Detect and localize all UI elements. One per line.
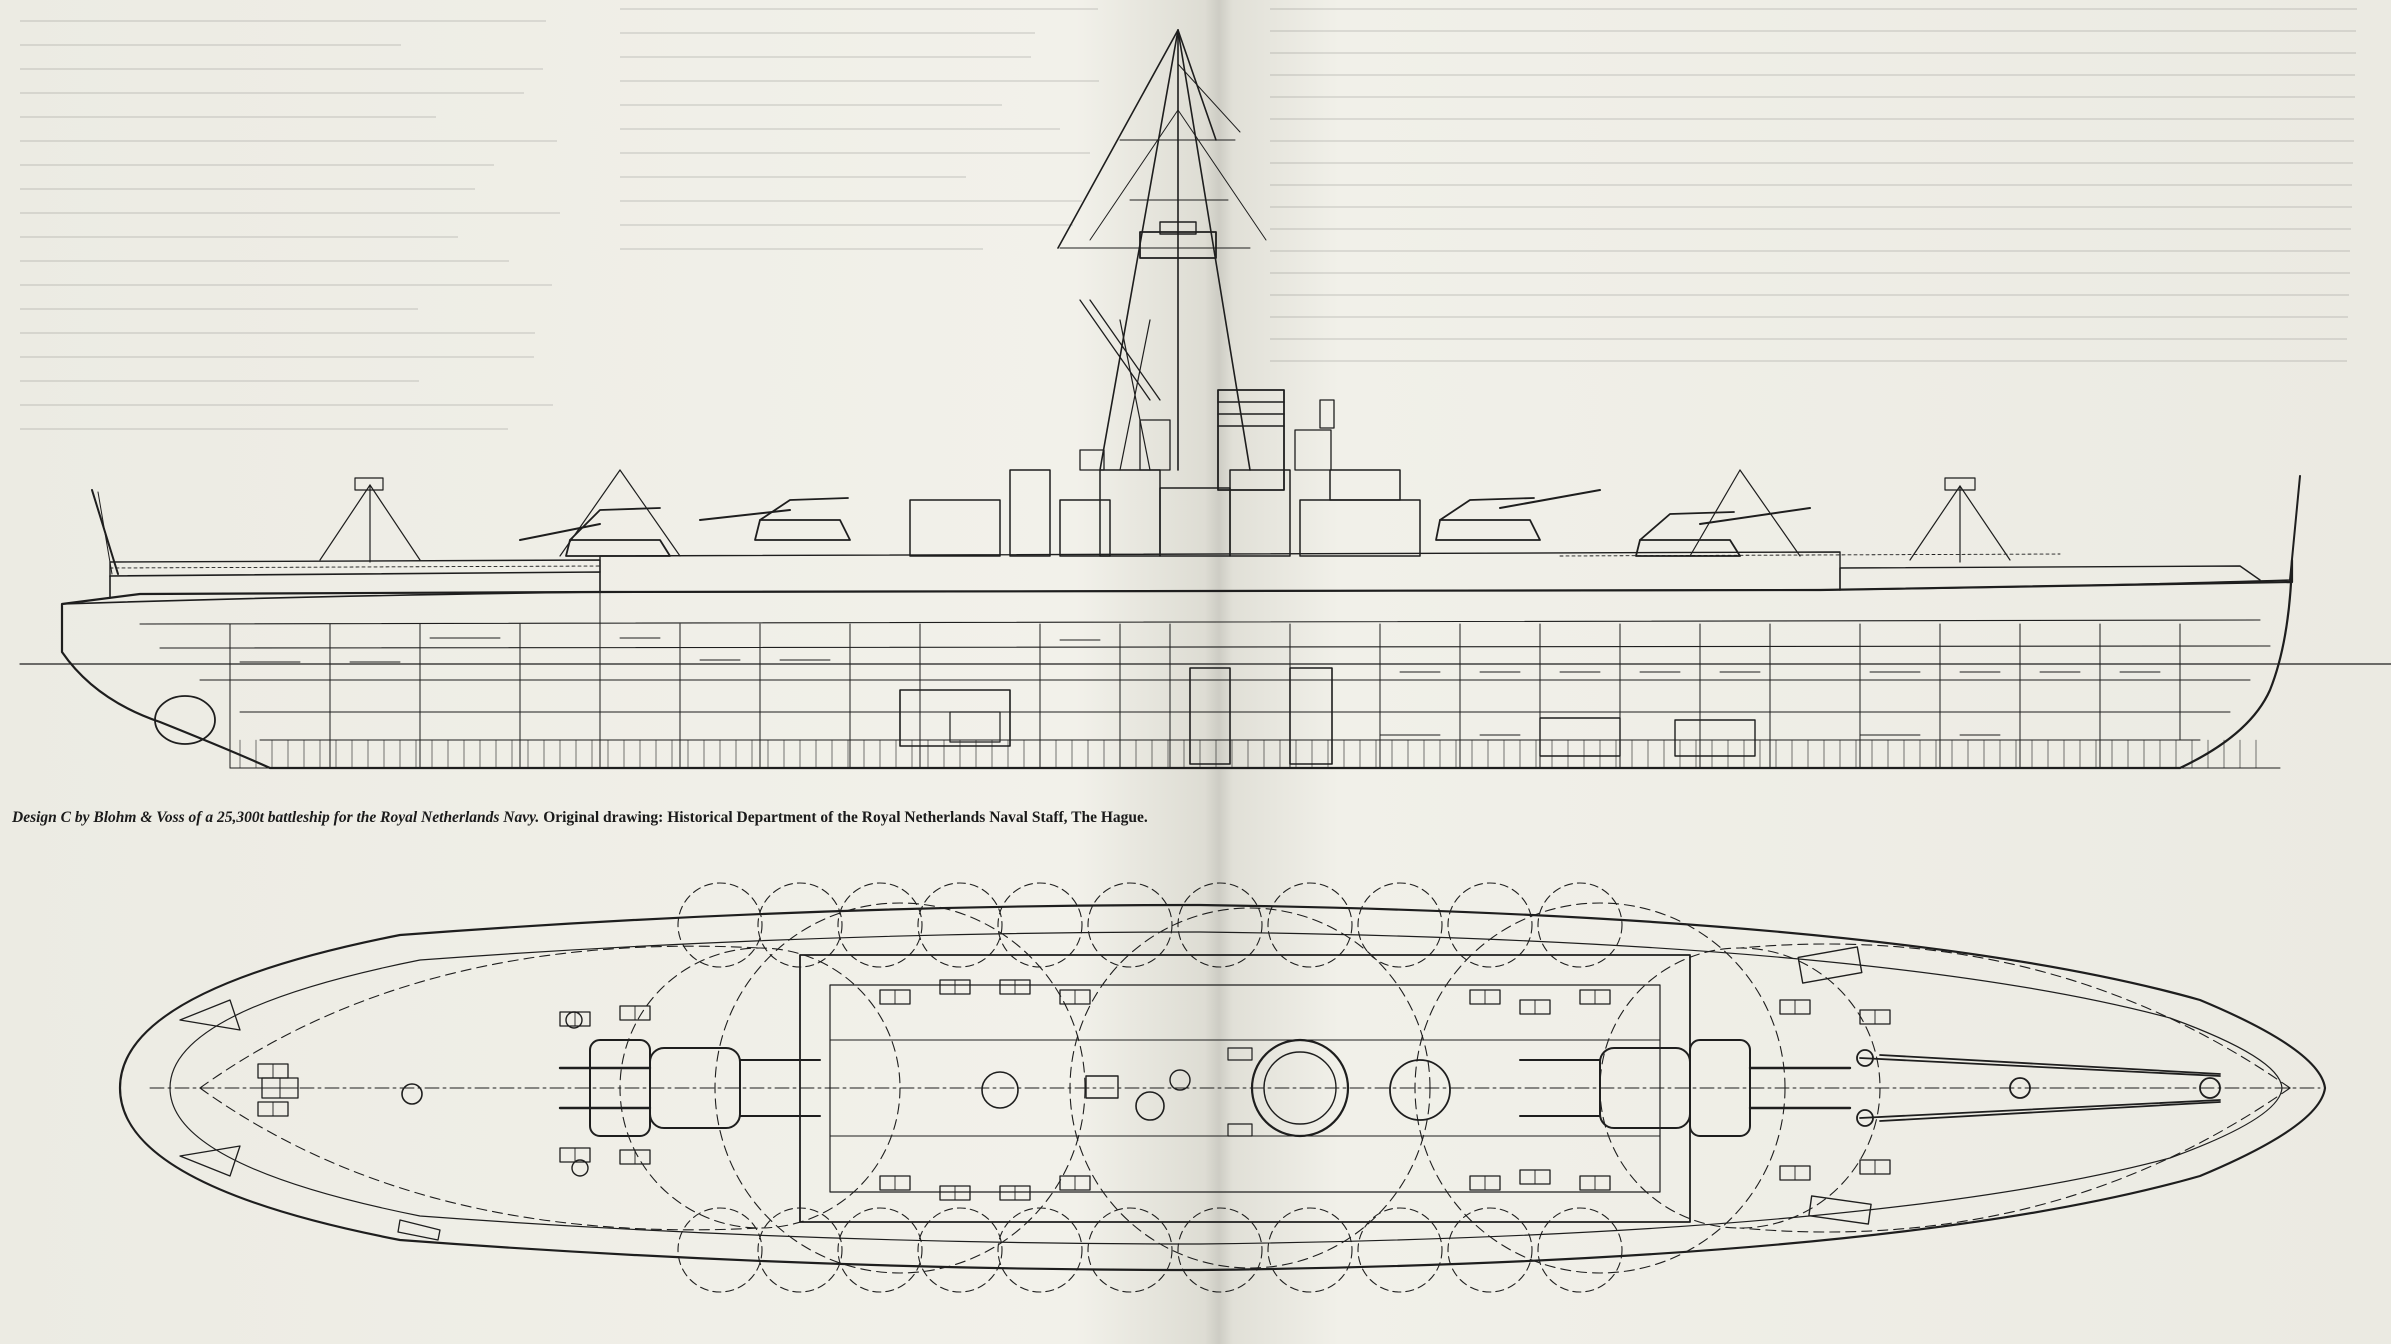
- profile-view: [19, 29, 2391, 770]
- funnel-plan: [1250, 1038, 1350, 1138]
- firing-arcs: [199, 902, 2291, 1274]
- rudder: [154, 695, 216, 745]
- superstructure-profile: [909, 469, 1421, 557]
- caption-italic: Design C by Blohm & Voss of a 25,300t ba…: [12, 809, 540, 826]
- plan-view: [118, 882, 2327, 1293]
- figure-caption: Design C by Blohm & Voss of a 25,300t ba…: [12, 808, 1212, 828]
- secondary-gun-circles: [677, 882, 1623, 1293]
- hull-outline: [60, 558, 2294, 770]
- hull-plan-outline: [118, 903, 2327, 1272]
- main-turrets-plan: [558, 1039, 1852, 1137]
- main-turrets-profile: [565, 497, 1741, 557]
- tripod-mast: [1057, 29, 1267, 471]
- caption-source: Original drawing: Historical Department …: [539, 809, 1148, 826]
- deck-fittings: [257, 979, 1891, 1201]
- funnel: [1217, 389, 1285, 491]
- bow-gear: [1856, 1049, 2221, 1127]
